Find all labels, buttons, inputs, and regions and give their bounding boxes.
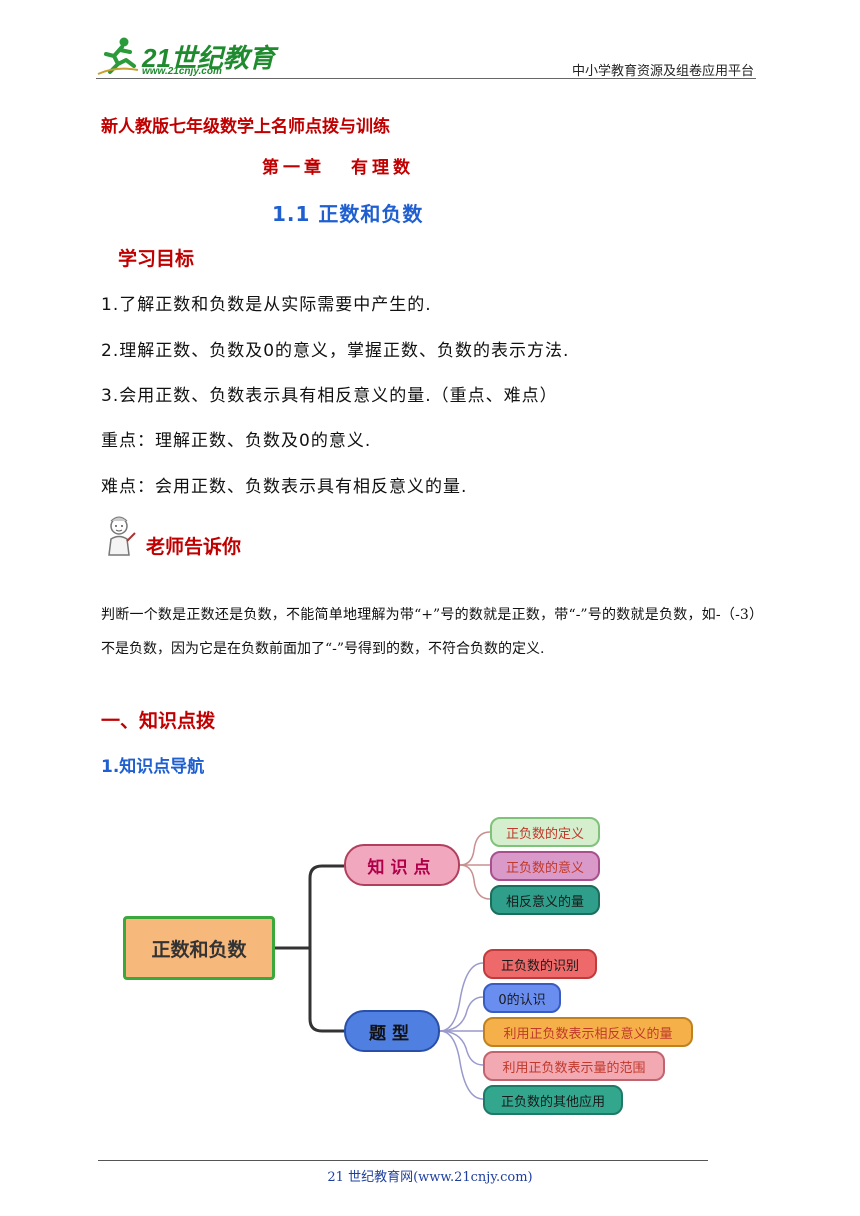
mindmap-leaf: 正负数的定义 xyxy=(490,817,600,847)
mindmap-branch-knowledge: 知识点 xyxy=(344,844,460,886)
footer-text[interactable]: 21 世纪教育网(www.21cnjy.com) xyxy=(327,1170,533,1185)
mindmap-leaf: 正负数的意义 xyxy=(490,851,600,881)
mindmap-leaf: 0的认识 xyxy=(483,983,561,1013)
study-goal-heading: 学习目标 xyxy=(118,248,195,270)
document-title: 新人教版七年级数学上名师点拨与训练 xyxy=(101,117,390,137)
chapter-title: 第一章 有理数 xyxy=(262,153,414,178)
mindmap-branch-types: 题型 xyxy=(344,1010,440,1052)
key-point-line: 重点：理解正数、负数及0的意义. xyxy=(101,431,372,451)
logo-url: www.21cnjy.com xyxy=(142,66,222,77)
logo-runner-icon xyxy=(96,36,140,76)
chapter-number: 第一章 xyxy=(262,158,325,178)
logo-brand: 21世纪教育 xyxy=(142,43,275,73)
section-title: 1.1 正数和负数 xyxy=(272,202,424,226)
header-platform-text: 中小学教育资源及组卷应用平台 xyxy=(572,64,755,79)
goal-line-2: 2.理解正数、负数及0的意义，掌握正数、负数的表示方法. xyxy=(101,341,570,361)
teacher-icon xyxy=(101,513,137,557)
footer-divider xyxy=(98,1160,708,1161)
mindmap-leaf: 利用正负数表示相反意义的量 xyxy=(483,1017,693,1047)
knowledge-subheading: 1.知识点导航 xyxy=(101,757,205,777)
mindmap-leaf: 正负数的其他应用 xyxy=(483,1085,623,1115)
goal-line-1: 1.了解正数和负数是从实际需要中产生的. xyxy=(101,295,432,315)
teacher-paragraph: 判断一个数是正数还是负数，不能简单地理解为带“+”号的数就是正数，带“-”号的数… xyxy=(101,607,763,657)
chapter-name: 有理数 xyxy=(351,158,414,178)
difficult-point-line: 难点：会用正数、负数表示具有相反意义的量. xyxy=(101,477,468,497)
mindmap-leaf: 正负数的识别 xyxy=(483,949,597,979)
goal-line-3: 3.会用正数、负数表示具有相反意义的量.（重点、难点） xyxy=(101,386,558,406)
mindmap-leaf: 利用正负数表示量的范围 xyxy=(483,1051,665,1081)
mindmap-leaf: 相反意义的量 xyxy=(490,885,600,915)
header-divider xyxy=(96,78,756,79)
teacher-says-heading: 老师告诉你 xyxy=(146,536,242,558)
mindmap-root: 正数和负数 xyxy=(123,916,275,980)
knowledge-heading: 一、知识点拨 xyxy=(101,710,216,732)
